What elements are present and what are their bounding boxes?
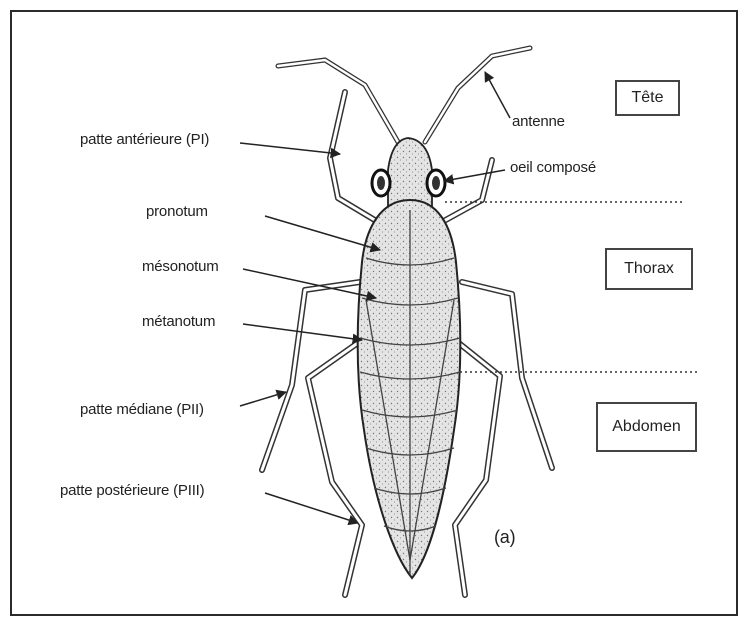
antenne-label: antenne xyxy=(512,113,565,130)
region-box-thorax: Thorax xyxy=(605,248,693,290)
metanotum-label: métanotum xyxy=(142,313,215,330)
pronotum-label: pronotum xyxy=(146,203,208,220)
panel-label: (a) xyxy=(494,527,515,548)
compound-eye-label: oeil composé xyxy=(510,159,596,176)
middle-leg-label: patte médiane (PII) xyxy=(80,401,204,418)
region-box-abdomen: Abdomen xyxy=(596,402,697,452)
front-leg-label: patte antérieure (PI) xyxy=(80,131,209,148)
hind-leg-label: patte postérieure (PIII) xyxy=(60,482,204,499)
mesonotum-label: mésonotum xyxy=(142,258,219,275)
region-box-tete: Tête xyxy=(615,80,680,116)
insect-body xyxy=(358,200,461,578)
